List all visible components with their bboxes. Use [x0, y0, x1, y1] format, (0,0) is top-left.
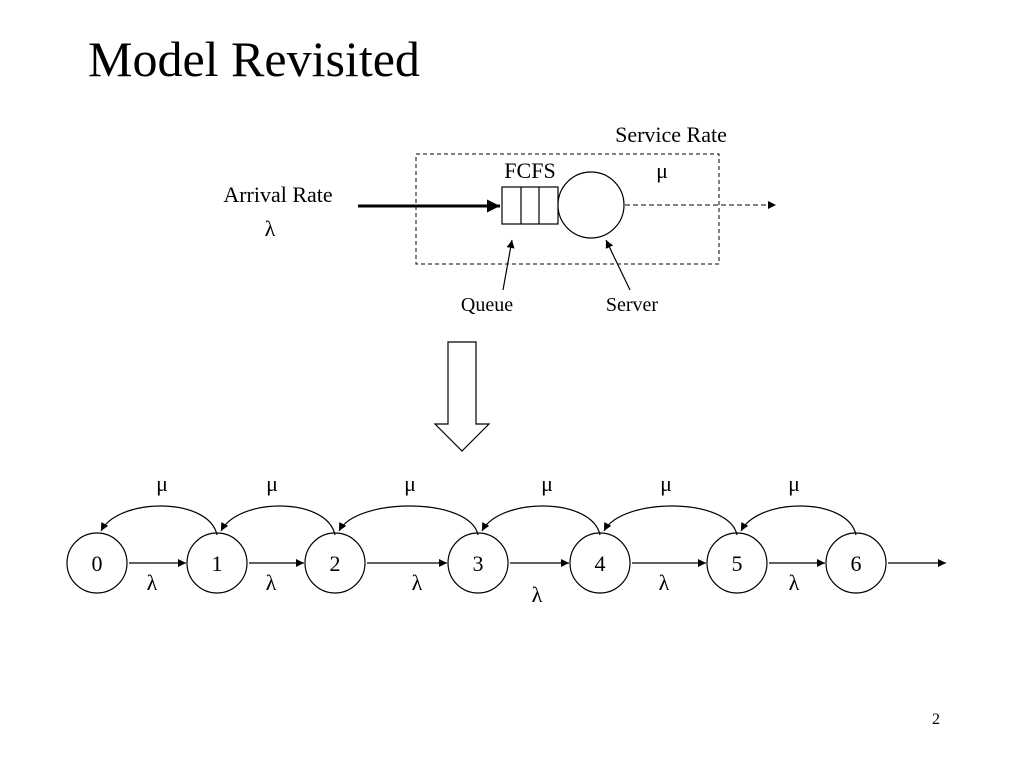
arrival-rate-symbol: λ [412, 570, 423, 595]
service-rate-symbol: μ [266, 471, 278, 496]
state-transition-diagram: 0 1 2 3 4 5 6 λ λ λ λ λ λ μ μ μ μ μ μ [66, 471, 887, 607]
service-rate-symbol: μ [404, 471, 416, 496]
state-node: 2 [304, 532, 366, 594]
system-boundary [415, 153, 720, 265]
server-pointer [605, 239, 631, 291]
arrival-rate-symbol: λ [659, 570, 670, 595]
page-number: 2 [932, 711, 940, 728]
state-label: 1 [212, 551, 223, 576]
service-transition-arrow [100, 505, 218, 536]
state-label: 3 [473, 551, 484, 576]
state-node: 0 [66, 532, 128, 594]
state-node: 6 [825, 532, 887, 594]
transform-down-arrow [433, 341, 491, 452]
state-node: 5 [706, 532, 768, 594]
service-rate-symbol: μ [541, 471, 553, 496]
state-label: 5 [732, 551, 743, 576]
service-transition-arrow [740, 505, 857, 536]
state-node: 1 [186, 532, 248, 594]
service-rate-label: Service Rate [615, 122, 727, 147]
queue-pointer [502, 239, 515, 291]
service-mu-symbol: μ [656, 158, 668, 183]
state-label: 2 [330, 551, 341, 576]
service-rate-symbol: μ [788, 471, 800, 496]
service-rate-symbol: μ [156, 471, 168, 496]
fcfs-label: FCFS [504, 158, 555, 183]
service-transition-arrow [220, 505, 336, 536]
queue-model: Arrival Rate λ FCFS Service Rate μ Queue… [223, 122, 776, 316]
service-rate-symbol: μ [660, 471, 672, 496]
state-node: 3 [447, 532, 509, 594]
server-label: Server [606, 294, 659, 316]
service-transition-arrow [481, 505, 601, 536]
state-label: 0 [92, 551, 103, 576]
queue-buffer [501, 186, 559, 225]
server-circle [557, 171, 625, 239]
service-transition-arrow [603, 505, 738, 536]
arrival-rate-symbol: λ [532, 582, 543, 607]
state-node: 4 [569, 532, 631, 594]
service-transition-arrow [338, 505, 479, 536]
arrival-rate-label: Arrival Rate [223, 182, 332, 207]
arrival-rate-symbol: λ [147, 570, 158, 595]
slide-title: Model Revisited [88, 31, 420, 87]
arrival-rate-symbol: λ [789, 570, 800, 595]
queue-label: Queue [461, 294, 513, 316]
state-label: 6 [851, 551, 862, 576]
arrival-rate-symbol: λ [266, 570, 277, 595]
arrival-lambda-symbol: λ [265, 216, 276, 241]
state-label: 4 [595, 551, 606, 576]
